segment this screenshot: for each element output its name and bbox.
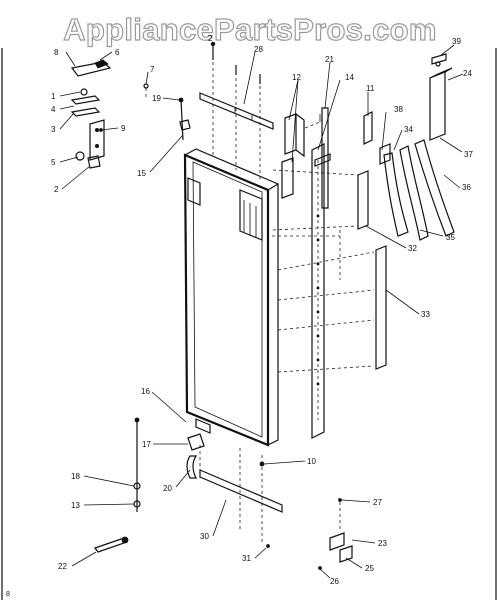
door-handle-set <box>357 139 455 241</box>
callout-label: 23 <box>378 539 387 548</box>
callout-label: 4 <box>51 105 56 114</box>
hinge-pin-upper <box>178 97 191 141</box>
callout-label: 15 <box>137 169 146 178</box>
small-bracket-11 <box>363 92 373 145</box>
callout-label: 35 <box>446 233 455 242</box>
callout-label: 30 <box>200 532 209 541</box>
assembly-guides <box>199 169 375 545</box>
callout-label: 20 <box>163 484 172 493</box>
callout-label: 13 <box>71 501 80 510</box>
watermark: AppliancePartsPros.com <box>63 11 437 47</box>
callout-label: 18 <box>71 472 80 481</box>
callout-label: 28 <box>254 45 263 54</box>
callout-label: 8 <box>54 48 59 57</box>
callout-label: 2 <box>208 34 213 43</box>
callout-label: 36 <box>462 183 471 192</box>
callout-label: 26 <box>330 577 339 586</box>
callout-label: 3 <box>51 125 56 134</box>
callout-label: 16 <box>141 387 150 396</box>
callout-label: 39 <box>452 37 461 46</box>
long-strip-33 <box>375 245 387 370</box>
lower-hinge-assembly <box>94 417 353 570</box>
top-trim-24 <box>429 53 453 141</box>
callout-label: 1 <box>51 92 56 101</box>
top-screws <box>210 41 261 180</box>
callout-label: 31 <box>242 554 251 563</box>
door-brackets <box>281 107 331 209</box>
callout-label: 19 <box>152 94 161 103</box>
callout-label: 32 <box>408 244 417 253</box>
callout-label: 7 <box>150 65 155 74</box>
callout-label: 25 <box>365 564 374 573</box>
callout-label: 11 <box>366 84 375 93</box>
callout-label: 5 <box>51 158 56 167</box>
callout-label: 10 <box>307 457 316 466</box>
callout-label: 12 <box>292 73 301 82</box>
callout-label: 22 <box>58 562 67 571</box>
footer-mark: 8 <box>6 591 10 598</box>
callout-label: 24 <box>463 69 472 78</box>
callout-label: 21 <box>325 55 334 64</box>
door-panel <box>183 148 279 447</box>
callout-label: 14 <box>345 73 354 82</box>
callout-label: 33 <box>421 310 430 319</box>
leader-lines <box>59 44 464 579</box>
callout-label: 9 <box>121 124 126 133</box>
callout-label: 38 <box>394 105 403 114</box>
callout-label: 34 <box>404 125 413 134</box>
callout-label: 17 <box>142 440 151 449</box>
frame-border <box>1 48 497 600</box>
upper-hinge-assembly <box>70 59 149 169</box>
top-strip <box>199 92 274 130</box>
callout-label: 27 <box>373 498 382 507</box>
callout-label: 37 <box>464 150 473 159</box>
door-rail <box>311 143 325 439</box>
callout-label: 6 <box>115 48 120 57</box>
callout-label: 2 <box>54 185 59 194</box>
callout-labels: 8 6 1 4 3 7 9 5 2 2 28 19 12 21 14 11 38… <box>6 34 473 598</box>
